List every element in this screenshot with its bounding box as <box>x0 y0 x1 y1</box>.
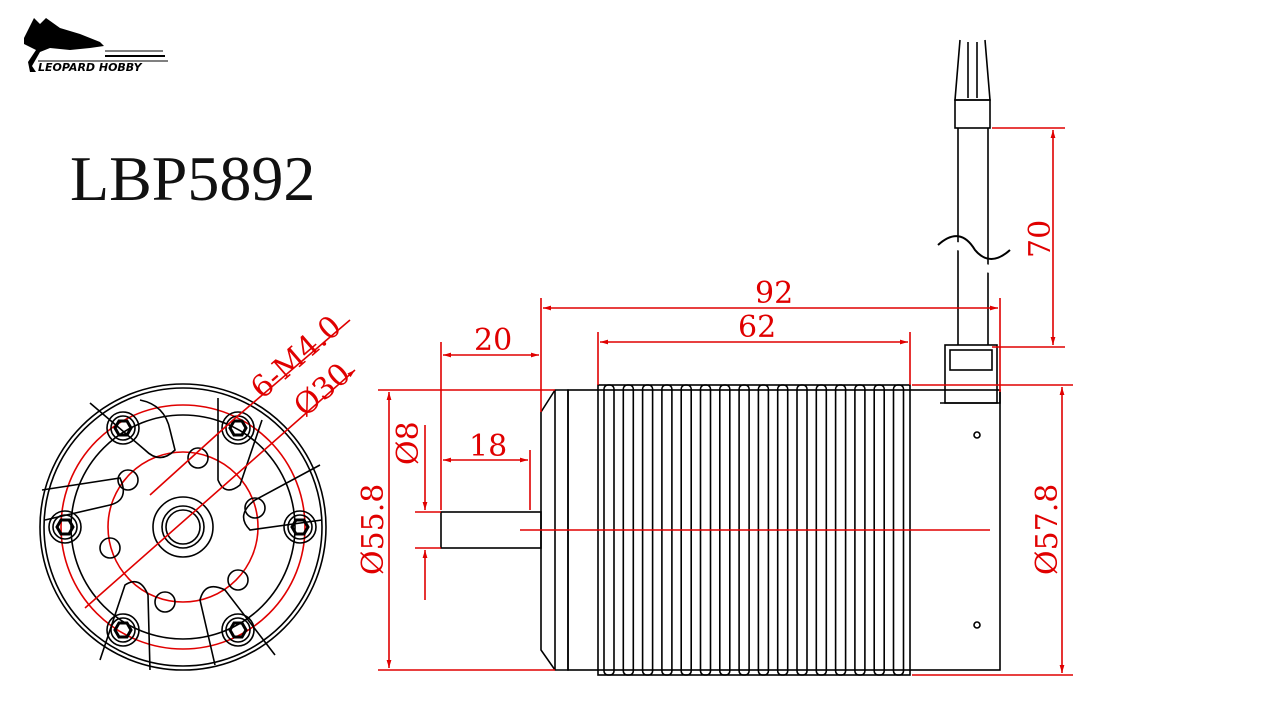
dim-shaft-diameter: Ø8 <box>391 421 426 465</box>
dim-shaft-exposed: 18 <box>469 429 507 464</box>
dim-wire-length: 70 <box>1023 220 1058 258</box>
model-title: LBP5892 <box>70 143 315 214</box>
front-view: 6-M4.0 Ø30 <box>39 309 358 671</box>
dim-front-diameter: Ø55.8 <box>356 484 391 575</box>
dim-overall-length: 92 <box>755 276 793 311</box>
dim-shaft-length: 20 <box>474 323 512 358</box>
dim-body-diameter: Ø57.8 <box>1030 484 1065 575</box>
leopard-hobby-logo: LEOPARD HOBBY <box>24 18 168 74</box>
logo-text: LEOPARD HOBBY <box>38 61 143 74</box>
side-view: 92 62 20 18 Ø8 Ø55.8 Ø57.8 70 <box>356 39 1073 676</box>
dim-can-length: 62 <box>738 310 776 345</box>
